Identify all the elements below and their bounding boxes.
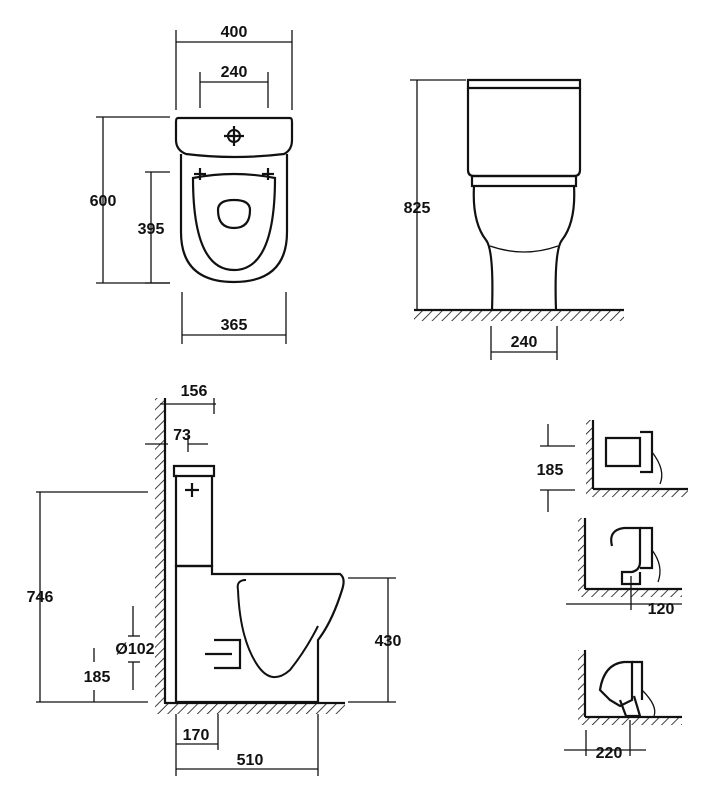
side-flush-button-icon (185, 483, 199, 497)
variant-angled-offset: 220 (596, 745, 623, 762)
hinge-left-icon (194, 168, 206, 180)
dim-overall-length: 510 (237, 752, 264, 769)
side-view-outlet (214, 638, 242, 670)
side-view-tank (172, 464, 216, 568)
dim-overall-width: 400 (221, 24, 248, 41)
dim-pedestal-width: 240 (511, 334, 538, 351)
hinge-right-icon (262, 168, 274, 180)
variant-horizontal-outlet: 185 (537, 420, 688, 512)
dim-wall-gap: 73 (173, 427, 191, 444)
top-view: 400 240 600 395 365 (90, 24, 294, 344)
top-view-bowl (179, 154, 289, 284)
front-view-tank (466, 88, 582, 178)
top-view-tank (174, 116, 294, 159)
dim-bowl-depth: 395 (138, 221, 165, 238)
variant-vertical-outlet: 120 (566, 518, 682, 618)
dim-height: 825 (404, 200, 431, 217)
dim-overall-depth: 600 (90, 193, 117, 210)
dim-inner-width: 240 (221, 64, 248, 81)
front-view: 825 240 (404, 78, 624, 360)
top-view-opening (216, 198, 252, 230)
side-view-bowl (174, 564, 345, 704)
variant-angled-outlet: 220 (564, 650, 682, 762)
variant-vertical-offset: 120 (648, 601, 675, 618)
top-view-seat (191, 172, 277, 272)
dim-overall-height: 746 (27, 589, 54, 606)
dim-outlet-diameter: Ø102 (115, 641, 154, 658)
front-view-bowl (472, 185, 576, 311)
dim-seat-height: 430 (375, 633, 402, 650)
dim-outlet-height: 185 (84, 669, 111, 686)
variant-horizontal-height: 185 (537, 462, 564, 479)
dim-base-width: 365 (221, 317, 248, 334)
front-view-lid (466, 78, 582, 90)
side-view: 156 73 746 Ø102 185 430 170 510 (27, 383, 402, 776)
dim-tank-offset: 156 (181, 383, 208, 400)
dim-outlet-distance: 170 (183, 727, 210, 744)
